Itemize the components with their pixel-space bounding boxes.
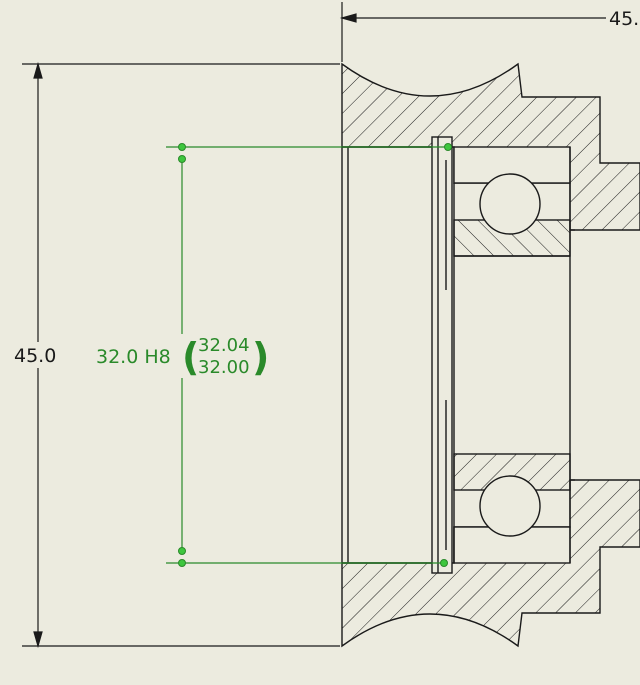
bore-lower-limit[interactable]: 32.00 [198, 357, 250, 378]
grip-point [178, 143, 186, 151]
bearing-top[interactable] [453, 146, 571, 257]
grip-point [178, 559, 186, 567]
bearing-bottom[interactable] [453, 453, 571, 564]
bearing-top-ball [479, 173, 541, 235]
dimension-top-length[interactable] [339, 2, 606, 62]
retaining-ring[interactable] [431, 136, 453, 574]
bearing-bore-lines [453, 229, 575, 481]
bore-upper-limit[interactable]: 32.04 [198, 335, 250, 356]
selection-grips[interactable] [178, 143, 452, 567]
bore-tolerance-close-paren: ) [252, 335, 269, 379]
grip-point [178, 547, 186, 555]
dimension-value-45-top[interactable]: 45. [609, 8, 639, 30]
bore-nominal-label[interactable]: 32.0 H8 [96, 346, 171, 368]
bearing-bottom-ball [479, 475, 541, 537]
grip-point [440, 559, 448, 567]
dimension-text-mask [12, 342, 64, 368]
arrowhead-bottom [33, 631, 43, 649]
dimension-value-45[interactable]: 45.0 [14, 345, 56, 367]
bore-text-mask [94, 334, 270, 378]
grip-point [444, 143, 452, 151]
arrowhead-left [339, 13, 357, 23]
grip-point [178, 155, 186, 163]
arrowhead-top [33, 61, 43, 79]
bore-tolerance-open-paren: ( [182, 335, 199, 379]
axle-shaft[interactable] [341, 146, 432, 564]
